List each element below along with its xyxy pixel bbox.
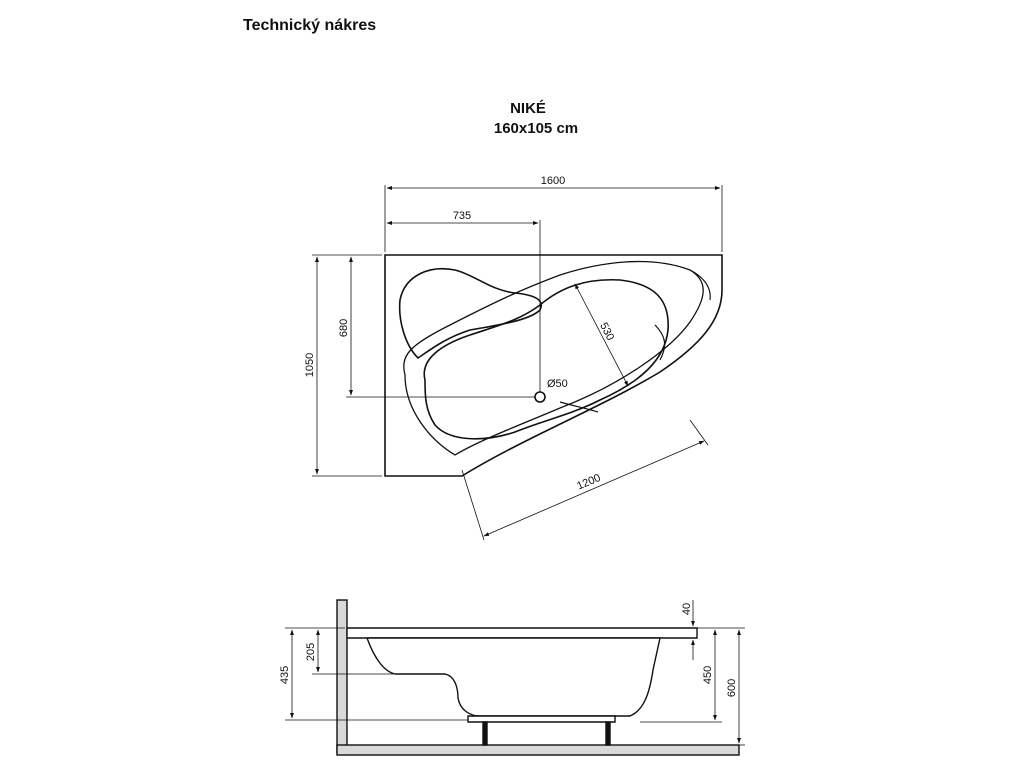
top-view-dimensions — [312, 185, 723, 541]
base-plate — [467, 715, 616, 723]
label-1600: 1600 — [541, 175, 565, 187]
label-530: 530 — [597, 321, 616, 343]
label-40: 40 — [681, 603, 693, 615]
label-450: 450 — [702, 666, 714, 684]
label-drain: Ø50 — [547, 378, 568, 390]
headrest-outline — [654, 324, 666, 361]
model-name: NIKÉ — [510, 100, 546, 117]
label-735: 735 — [453, 210, 471, 222]
label-205: 205 — [305, 643, 317, 661]
seat-outline — [398, 268, 542, 360]
floor — [336, 744, 740, 756]
foot-right — [605, 721, 611, 746]
drain-pocket — [559, 401, 599, 413]
label-1050: 1050 — [304, 353, 316, 377]
side-view-dimensions — [285, 600, 745, 746]
dim-line-530 — [574, 283, 629, 387]
top-view — [384, 254, 723, 477]
side-view-labels: 435 205 40 450 600 — [279, 603, 738, 697]
foot-left — [482, 721, 488, 746]
label-1200: 1200 — [575, 472, 602, 493]
label-680: 680 — [338, 319, 350, 337]
side-view — [336, 599, 740, 756]
bowl-outline — [423, 278, 669, 440]
label-435: 435 — [279, 666, 291, 684]
side-lobe — [689, 269, 711, 301]
rim — [346, 627, 698, 639]
drain-circle — [534, 391, 546, 403]
label-600: 600 — [726, 679, 738, 697]
model-size: 160x105 cm — [493, 120, 579, 137]
tub-body — [366, 637, 661, 717]
rim-line — [403, 260, 704, 456]
wall — [336, 599, 348, 754]
bath-outline — [384, 254, 723, 477]
dim-line-1200 — [483, 440, 705, 537]
page-title: Technický nákres — [243, 17, 377, 34]
